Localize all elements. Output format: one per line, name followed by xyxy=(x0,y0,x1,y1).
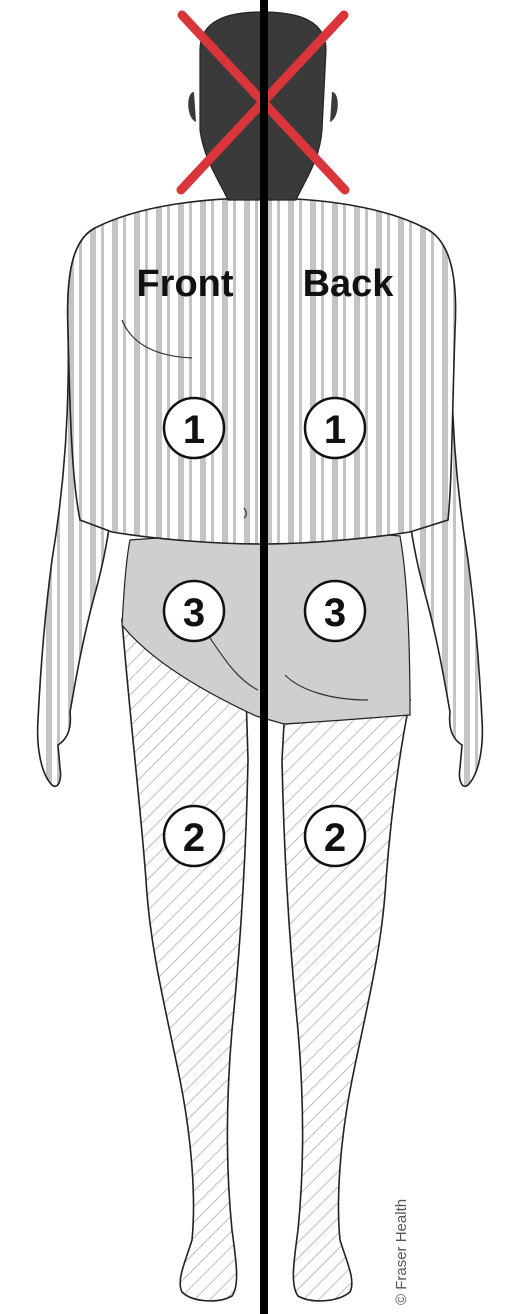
zone-3-back-number: 3 xyxy=(324,591,346,635)
zone-1-back-number: 1 xyxy=(324,408,346,452)
zone-3-front-marker: 3 xyxy=(164,581,224,641)
back-label: Back xyxy=(303,263,395,305)
zone-2-back-number: 2 xyxy=(324,816,346,860)
zone-2-front-number: 2 xyxy=(183,816,205,860)
zone-1-front-marker: 1 xyxy=(164,398,224,458)
front-back-divider xyxy=(260,0,268,1314)
right-leg xyxy=(282,700,410,1301)
left-leg xyxy=(122,620,248,1301)
copyright-text: © Fraser Health xyxy=(393,1199,410,1305)
zone-2-back-marker: 2 xyxy=(305,806,365,866)
zone-1-front-number: 1 xyxy=(183,408,205,452)
zone-3-back-marker: 3 xyxy=(305,581,365,641)
zone-2-front-marker: 2 xyxy=(164,806,224,866)
zone-3-front-number: 3 xyxy=(183,591,205,635)
zone-1-back-marker: 1 xyxy=(305,398,365,458)
front-label: Front xyxy=(136,263,233,305)
